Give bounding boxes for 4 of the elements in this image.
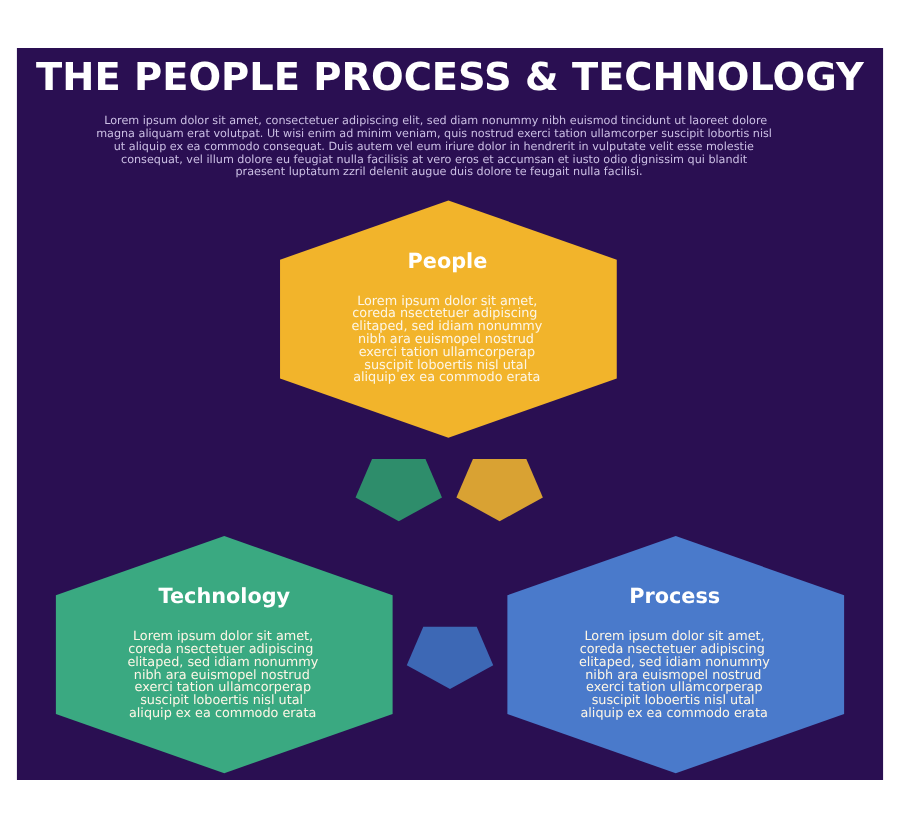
node-pentagon (406, 625, 494, 689)
diagram-title: THE PEOPLE PROCESS & TECHNOLOGY (36, 52, 864, 99)
node-pentagon (355, 458, 442, 521)
node-pentagon (456, 458, 543, 521)
